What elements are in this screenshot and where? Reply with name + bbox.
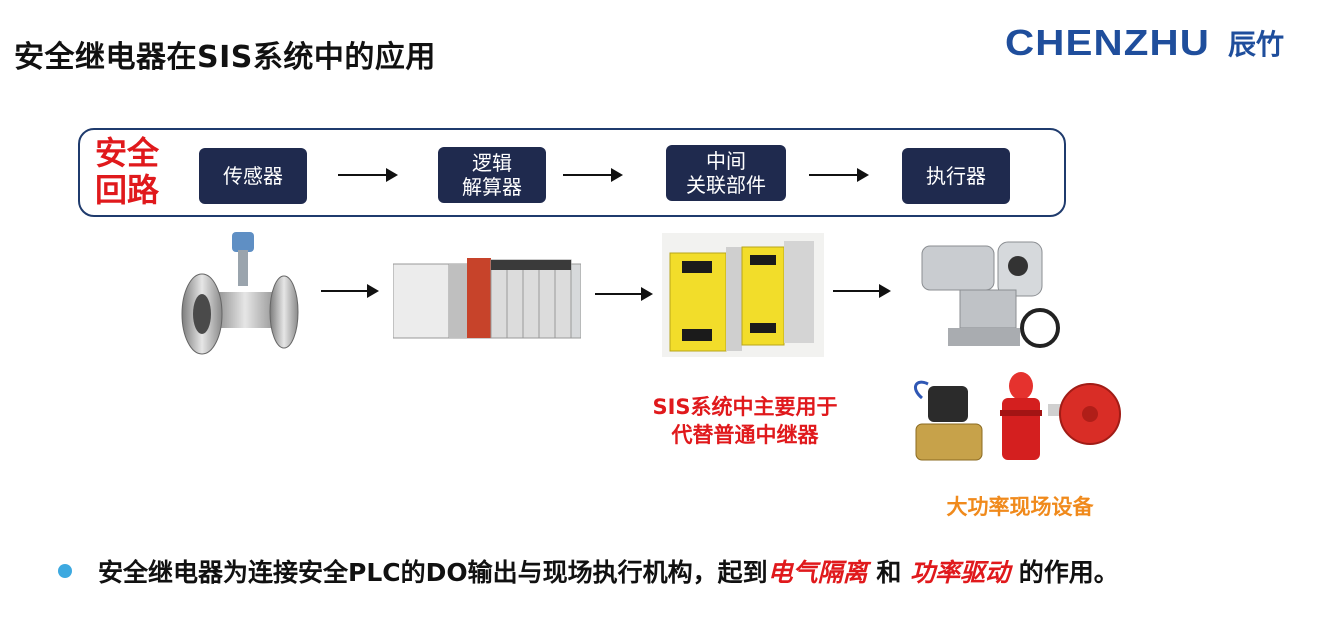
logo-text-cn: 辰竹: [1228, 28, 1285, 61]
summary-text-after: 的作用。: [1010, 558, 1119, 587]
relay-caption-line2: 代替普通中继器: [671, 423, 819, 447]
step-logic-solver: 逻辑 解算器: [438, 147, 546, 203]
step-sensor-label: 传感器: [223, 164, 283, 188]
summary-text-middle: 和: [867, 558, 911, 587]
step-interface-line1: 中间: [706, 149, 746, 173]
arrow-right-icon: [338, 168, 398, 182]
safety-loop-panel: [78, 128, 1066, 217]
summary-text-before: 安全继电器为连接安全PLC的DO输出与现场执行机构，起到: [98, 558, 768, 587]
arrow-right-icon: [833, 284, 891, 298]
step-actuator: 执行器: [902, 148, 1010, 204]
bullet-dot-icon: [58, 564, 72, 578]
field-device-caption: 大功率现场设备: [946, 495, 1094, 519]
solenoid-valve-image: [913, 380, 983, 461]
relay-caption: SIS系统中主要用于 代替普通中继器: [600, 393, 890, 449]
summary-highlight-isolation: 电气隔离: [767, 558, 868, 587]
arrow-right-icon: [321, 284, 379, 298]
actuator-image: [921, 241, 1060, 348]
relay-caption-line1: SIS系统中主要用于: [652, 395, 838, 419]
arrow-right-icon: [563, 168, 623, 182]
summary-highlight-power: 功率驱动: [910, 558, 1011, 587]
step-interface-component: 中间 关联部件: [666, 145, 786, 201]
alarm-bell-image: [1048, 383, 1121, 445]
plc-rack-image: [393, 258, 581, 339]
summary-bullet: 安全继电器为连接安全PLC的DO输出与现场执行机构，起到 电气隔离 和 功率驱动…: [58, 553, 1119, 589]
step-logic-solver-line2: 解算器: [462, 175, 522, 199]
step-logic-solver-line1: 逻辑: [472, 151, 512, 175]
flow-sensor-image: [181, 232, 299, 355]
safety-loop-label: 安全 回路: [95, 135, 167, 209]
arrow-right-icon: [595, 287, 653, 301]
safety-loop-label-line1: 安全: [95, 134, 160, 172]
safety-relay-image: [662, 233, 824, 357]
logo-text-en: CHENZHU: [1005, 22, 1210, 63]
step-sensor: 传感器: [199, 148, 307, 204]
safety-loop-label-line2: 回路: [95, 171, 160, 209]
brand-logo: CHENZHU 辰竹: [1005, 22, 1284, 64]
beacon-image: [1000, 372, 1042, 460]
step-actuator-label: 执行器: [926, 164, 986, 188]
step-interface-line2: 关联部件: [686, 173, 766, 197]
page-title: 安全继电器在SIS系统中的应用: [14, 40, 436, 75]
arrow-right-icon: [809, 168, 869, 182]
